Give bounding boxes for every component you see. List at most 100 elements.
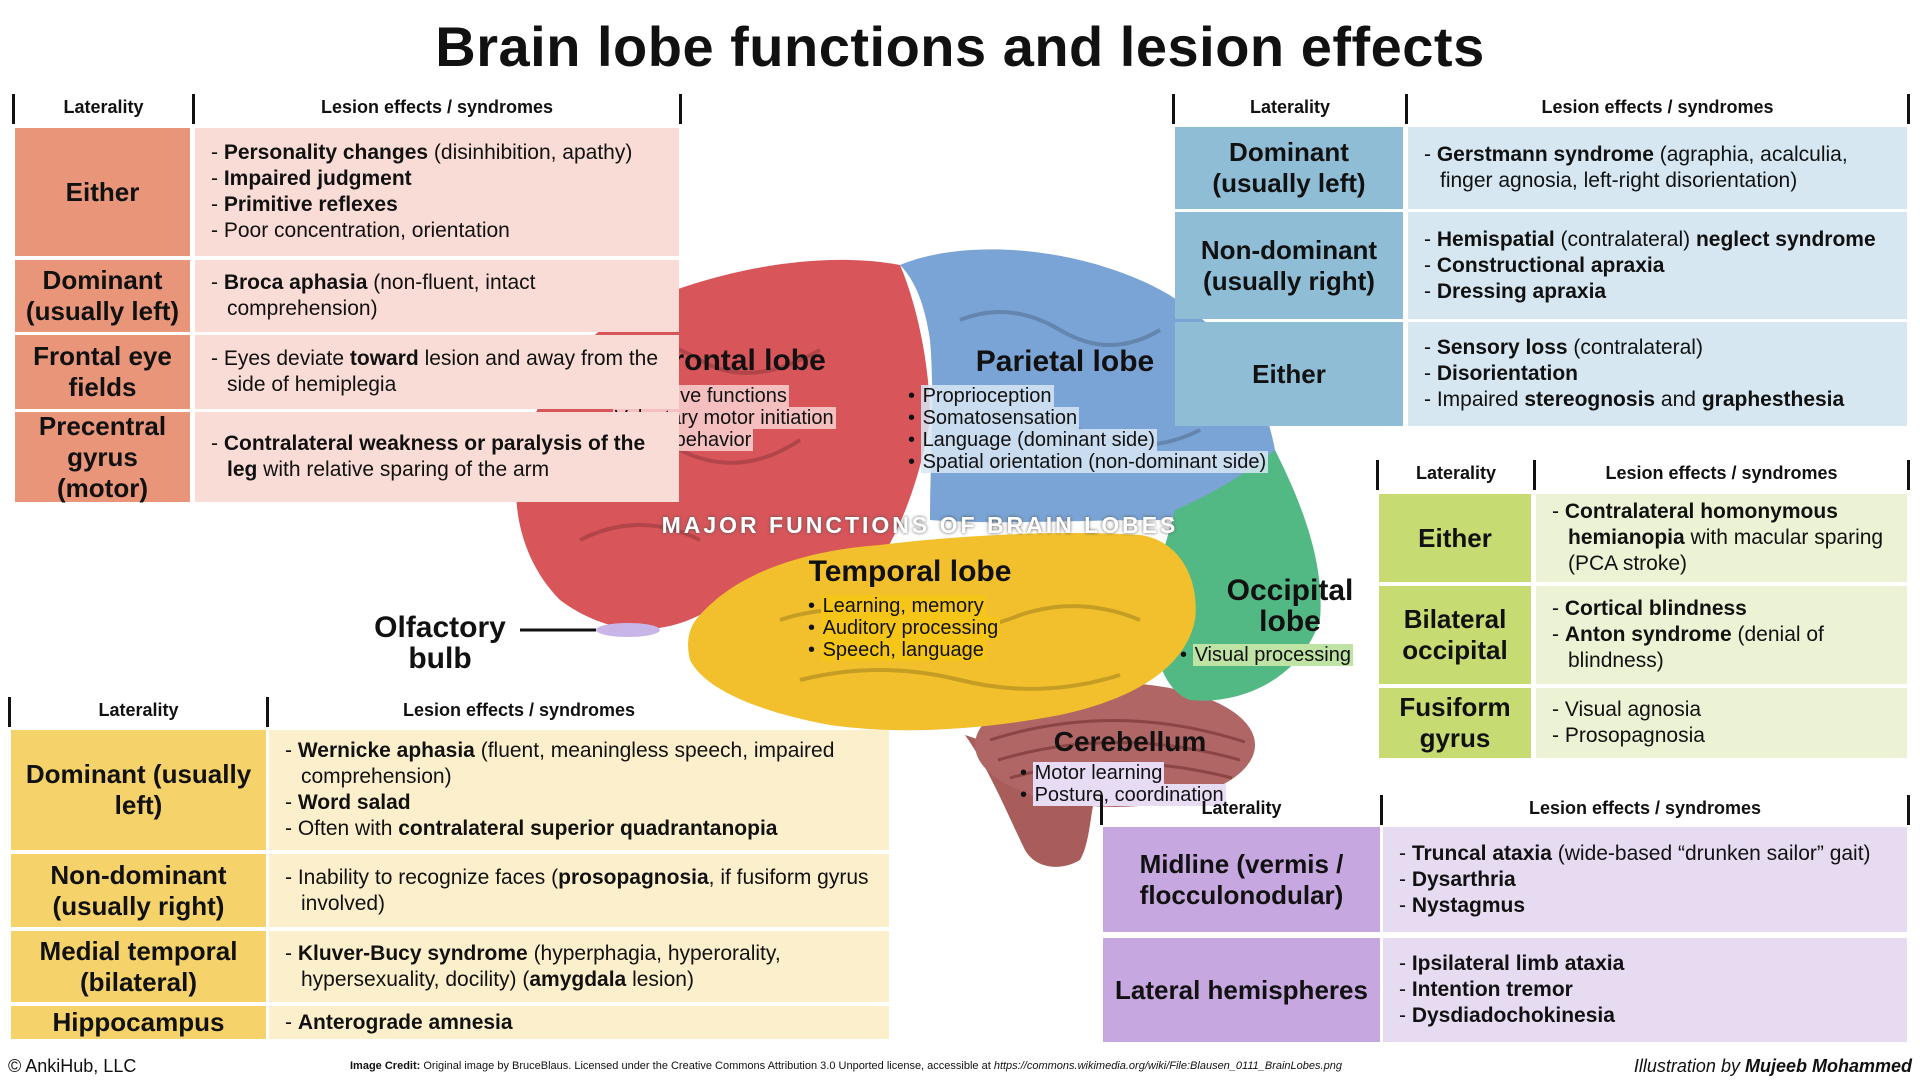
temporal-lesion-cell: - Kluver-Bucy syndrome (hyperphagia, hyp… — [269, 931, 889, 1002]
lesion-effect-line: - Visual agnosia — [1552, 698, 1702, 721]
cerebellum-functions-list: • Motor learning • Posture, coordination — [1020, 762, 1226, 806]
parietal-lesion-cell: - Hemispatial (contralateral) neglect sy… — [1408, 212, 1907, 319]
frontal-lesion-cell: - Contralateral weakness or paralysis of… — [195, 412, 679, 502]
cerebellum-laterality-cell: Midline (vermis / flocculonodular) — [1103, 827, 1380, 932]
parietal-laterality-cell: Non-dominant (usually right) — [1175, 212, 1403, 319]
lesion-effect-line: - Dysarthria — [1399, 867, 1516, 891]
page-title: Brain lobe functions and lesion effects — [435, 15, 1485, 78]
lesion-header: Lesion effects / syndromes — [1605, 463, 1838, 483]
olfactory-bulb-shape — [596, 623, 660, 637]
parietal-lesion-cell: - Gerstmann syndrome (agraphia, acalculi… — [1408, 127, 1907, 209]
lesion-header: Lesion effects / syndromes — [402, 700, 636, 720]
laterality-header: Laterality — [1249, 97, 1331, 117]
lesion-effect-line: - Impaired judgment — [211, 167, 412, 190]
lesion-effect-line: - Truncal ataxia (wide-based “drunken sa… — [1399, 841, 1871, 865]
frontal-laterality-cell: Dominant (usually left) — [15, 260, 190, 332]
lesion-effect-line: - Anterograde amnesia — [285, 1010, 513, 1034]
lesion-effect-line: - Broca aphasia (non-fluent, intact comp… — [211, 271, 536, 320]
occipital-lesion-cell: - Visual agnosia - Prosopagnosia — [1536, 688, 1907, 758]
laterality-header: Laterality — [1201, 798, 1282, 818]
occipital-lesion-cell: - Contralateral homonymous hemianopia wi… — [1536, 494, 1907, 582]
lesion-effect-line: - Inability to recognize faces (prosopag… — [285, 865, 869, 915]
temporal-laterality-cell: Non-dominant (usually right) — [11, 854, 266, 927]
parietal-laterality-cell: Dominant (usually left) — [1175, 127, 1403, 209]
temporal-function-item: • Auditory processing — [808, 617, 1001, 639]
occipital-laterality-cell: Either — [1379, 494, 1531, 582]
occipital-lobe-shape — [1150, 450, 1321, 701]
frontal-lobe-title: Frontal lobe — [654, 344, 826, 377]
lesion-effect-line: - Contralateral homonymous hemianopia wi… — [1552, 500, 1884, 575]
temporal-lesion-cell: - Inability to recognize faces (prosopag… — [269, 854, 889, 927]
temporal-lesion-table: Laterality Lesion effects / syndromes Do… — [8, 697, 892, 1042]
temporal-function-item: • Learning, memory — [808, 595, 986, 617]
laterality-header: Laterality — [63, 97, 144, 117]
lesion-effect-line: - Personality changes (disinhibition, ap… — [211, 141, 633, 164]
lesion-effect-line: - Ipsilateral limb ataxia — [1399, 952, 1625, 975]
temporal-functions-list: • Learning, memory • Auditory processing… — [808, 595, 1001, 661]
temporal-lesion-cell: - Anterograde amnesia — [269, 1006, 889, 1039]
parietal-laterality-cell: Either — [1175, 322, 1403, 426]
temporal-lobe-title: Temporal lobe — [808, 555, 1012, 588]
lesion-effect-line: - Eyes deviate toward lesion and away fr… — [211, 347, 659, 396]
lesion-effect-line: - Primitive reflexes — [211, 193, 398, 216]
lesion-effect-line: - Intention tremor — [1399, 978, 1573, 1001]
frontal-laterality-cell: Either — [15, 128, 190, 256]
temporal-lesion-cell: - Wernicke aphasia (fluent, meaningless … — [269, 730, 889, 850]
lesion-effect-line: - Contralateral weakness or paralysis of… — [211, 432, 646, 481]
copyright: © AnkiHub, LLC — [8, 1056, 137, 1076]
frontal-laterality-cell: Precentral gyrus (motor) — [15, 411, 190, 503]
cerebellum-lesion-table: Laterality Lesion effects / syndromes Mi… — [1100, 795, 1910, 1045]
lesion-effect-line: - Dressing apraxia — [1424, 279, 1607, 303]
parietal-functions-list: • Proprioception • Somatosensation • Lan… — [908, 385, 1269, 473]
lesion-effect-line: - Often with contralateral superior quad… — [285, 817, 778, 840]
parietal-lobe-title: Parietal lobe — [975, 345, 1155, 378]
frontal-lesion-cell: - Personality changes (disinhibition, ap… — [195, 128, 679, 256]
lesion-effect-line: - Poor concentration, orientation — [211, 219, 510, 242]
temporal-function-item: • Speech, language — [808, 639, 986, 661]
lesion-effect-line: - Sensory loss (contralateral) — [1424, 336, 1703, 359]
occipital-functions-list: • Visual processing — [1180, 644, 1353, 666]
lesion-effect-line: - Dysdiadochokinesia — [1399, 1004, 1615, 1027]
lesion-effect-line: - Wernicke aphasia (fluent, meaningless … — [285, 739, 835, 788]
laterality-header: Laterality — [1415, 463, 1497, 483]
parietal-function-item: • Proprioception — [908, 385, 1054, 407]
cerebellum-lesion-cell: - Ipsilateral limb ataxia - Intention tre… — [1383, 938, 1907, 1042]
parietal-lesion-cell: - Sensory loss (contralateral) - Disorien… — [1408, 322, 1907, 426]
cerebellum-lesion-cell: - Truncal ataxia (wide-based “drunken sa… — [1383, 827, 1907, 932]
occipital-laterality-cell: Fusiform gyrus — [1379, 688, 1531, 758]
occipital-lesion-table: Laterality Lesion effects / syndromes Ei… — [1376, 460, 1910, 758]
lesion-header: Lesion effects / syndromes — [320, 97, 554, 117]
cerebellum-function-item: • Posture, coordination — [1020, 784, 1226, 806]
major-functions-label: MAJOR FUNCTIONS OF BRAIN LOBES — [661, 512, 1179, 538]
cerebellum-laterality-cell: Lateral hemispheres — [1103, 938, 1380, 1042]
frontal-lesion-table: Laterality Lesion effects / syndromes Ei… — [12, 94, 682, 504]
frontal-lesion-cell: - Broca aphasia (non-fluent, intact comp… — [195, 260, 679, 332]
temporal-laterality-cell: Medial temporal (bilateral) — [11, 931, 266, 1002]
lesion-effect-line: - Word salad — [285, 791, 411, 814]
occipital-lesion-cell: - Cortical blindness - Anton syndrome (de… — [1536, 586, 1907, 684]
parietal-lesion-table: Laterality Lesion effects / syndromes Do… — [1172, 94, 1910, 426]
occipital-lobe-title: Occipital lobe — [1226, 574, 1354, 638]
lesion-effect-line: - Gerstmann syndrome (agraphia, acalculi… — [1424, 143, 1848, 192]
frontal-lesion-cell: - Eyes deviate toward lesion and away fr… — [195, 335, 679, 409]
lesion-effect-line: - Nystagmus — [1399, 893, 1526, 917]
lesion-effect-line: - Disorientation — [1424, 362, 1579, 385]
lesion-effect-line: - Prosopagnosia — [1552, 724, 1705, 747]
lesion-effect-line: - Constructional apraxia — [1424, 253, 1665, 277]
lesion-effect-line: - Cortical blindness — [1552, 597, 1747, 620]
olfactory-bulb-label: Olfactory bulb — [374, 611, 506, 675]
occipital-laterality-cell: Bilateral occipital — [1379, 586, 1531, 684]
lesion-header: Lesion effects / syndromes — [1541, 97, 1774, 117]
lesion-effect-line: - Kluver-Bucy syndrome (hyperphagia, hyp… — [285, 941, 781, 991]
lesion-effect-line: - Impaired stereognosis and graphesthesi… — [1424, 388, 1845, 411]
parietal-function-item: • Spatial orientation (non-dominant side… — [908, 451, 1269, 473]
image-credit: Image Credit: Original image by BruceBla… — [350, 1060, 1342, 1072]
laterality-header: Laterality — [98, 700, 179, 720]
illustration-credit: Illustration by Mujeeb Mohammed — [1633, 1056, 1912, 1076]
cerebellum-title: Cerebellum — [1053, 726, 1207, 757]
lesion-effect-line: - Hemispatial (contralateral) neglect sy… — [1424, 227, 1876, 251]
frontal-laterality-cell: Frontal eye fields — [15, 335, 190, 409]
temporal-laterality-cell: Dominant (usually left) — [11, 730, 266, 850]
parietal-function-item: • Somatosensation — [908, 407, 1080, 429]
lesion-effect-line: - Anton syndrome (denial of blindness) — [1552, 623, 1824, 672]
